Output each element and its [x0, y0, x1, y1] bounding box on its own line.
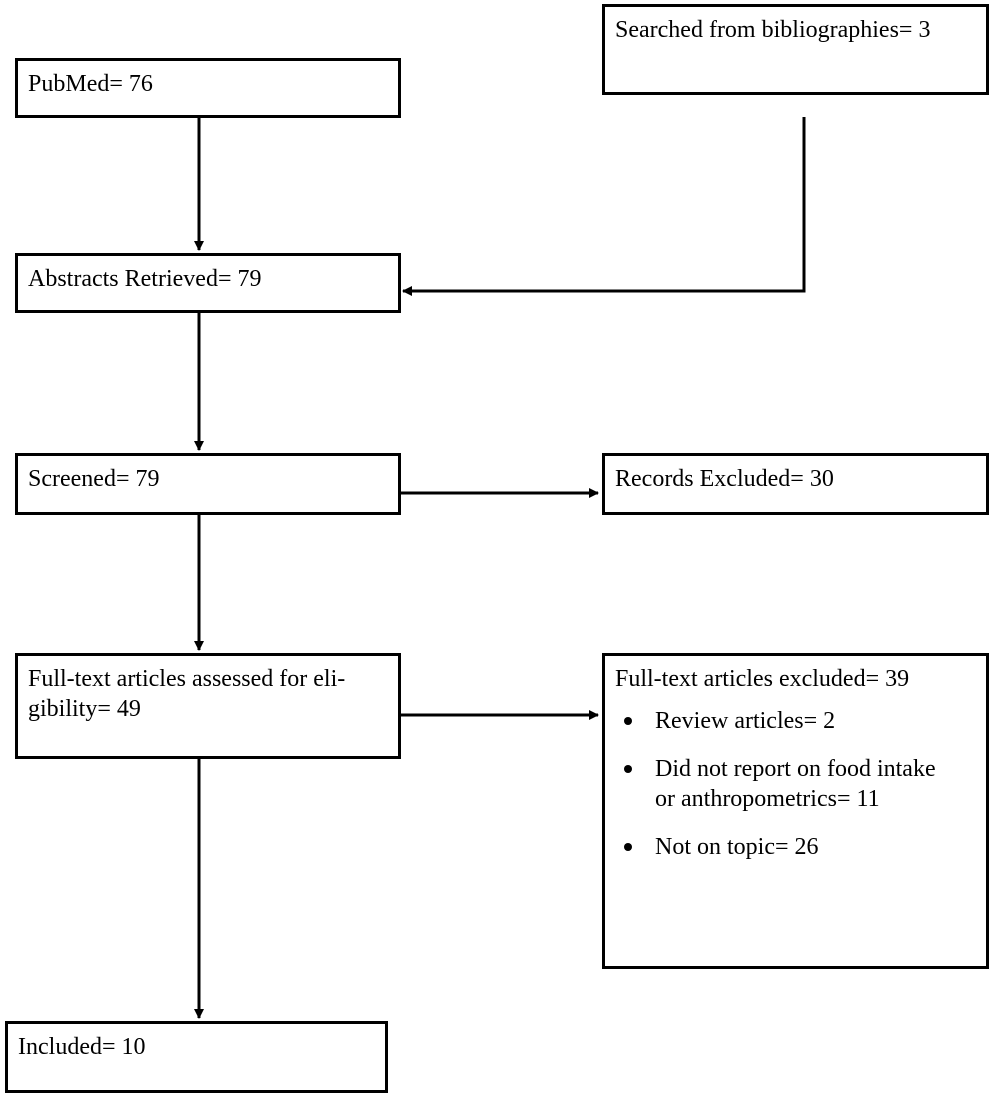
screened-box: Screened= 79	[15, 453, 401, 515]
records-excluded-label: Records Excluded= 30	[615, 466, 834, 492]
exclusion-reason-line-2: or anthropometrics= 11	[655, 786, 880, 812]
bullet-icon	[624, 843, 632, 851]
included-label: Included= 10	[18, 1034, 146, 1060]
full-text-excluded-title: Full-text articles excluded= 39	[615, 666, 910, 692]
full-text-assessed-box: Full-text articles assessed for eli- gib…	[15, 653, 401, 759]
screened-label: Screened= 79	[28, 466, 160, 492]
exclusion-reason-item: Not on topic= 26	[615, 832, 976, 862]
pubmed-box: PubMed= 76	[15, 58, 401, 118]
bullet-icon	[624, 765, 632, 773]
bibliographies-box: Searched from bibliographies= 3	[602, 4, 989, 95]
records-excluded-box: Records Excluded= 30	[602, 453, 989, 515]
exclusion-reason-item: Did not report on food intake or anthrop…	[615, 754, 976, 814]
exclusion-reason-line-1: Review articles= 2	[655, 708, 836, 734]
bullet-icon	[624, 717, 632, 725]
exclusion-reason-line-1: Not on topic= 26	[655, 834, 819, 860]
exclusion-reasons-list: Review articles= 2 Did not report on foo…	[615, 706, 976, 862]
full-text-assessed-line-1: Full-text articles assessed for eli-	[28, 666, 346, 692]
arrow-bibliographies-to-abstracts	[402, 117, 806, 296]
abstracts-retrieved-label: Abstracts Retrieved= 79	[28, 266, 262, 292]
abstracts-retrieved-box: Abstracts Retrieved= 79	[15, 253, 401, 313]
pubmed-label: PubMed= 76	[28, 71, 153, 97]
full-text-excluded-box: Full-text articles excluded= 39 Review a…	[602, 653, 989, 969]
exclusion-reason-line-1: Did not report on food intake	[655, 756, 936, 782]
full-text-assessed-line-2: gibility= 49	[28, 696, 141, 722]
exclusion-reason-item: Review articles= 2	[615, 706, 976, 736]
included-box: Included= 10	[5, 1021, 388, 1093]
bibliographies-label: Searched from bibliographies= 3	[615, 17, 931, 43]
